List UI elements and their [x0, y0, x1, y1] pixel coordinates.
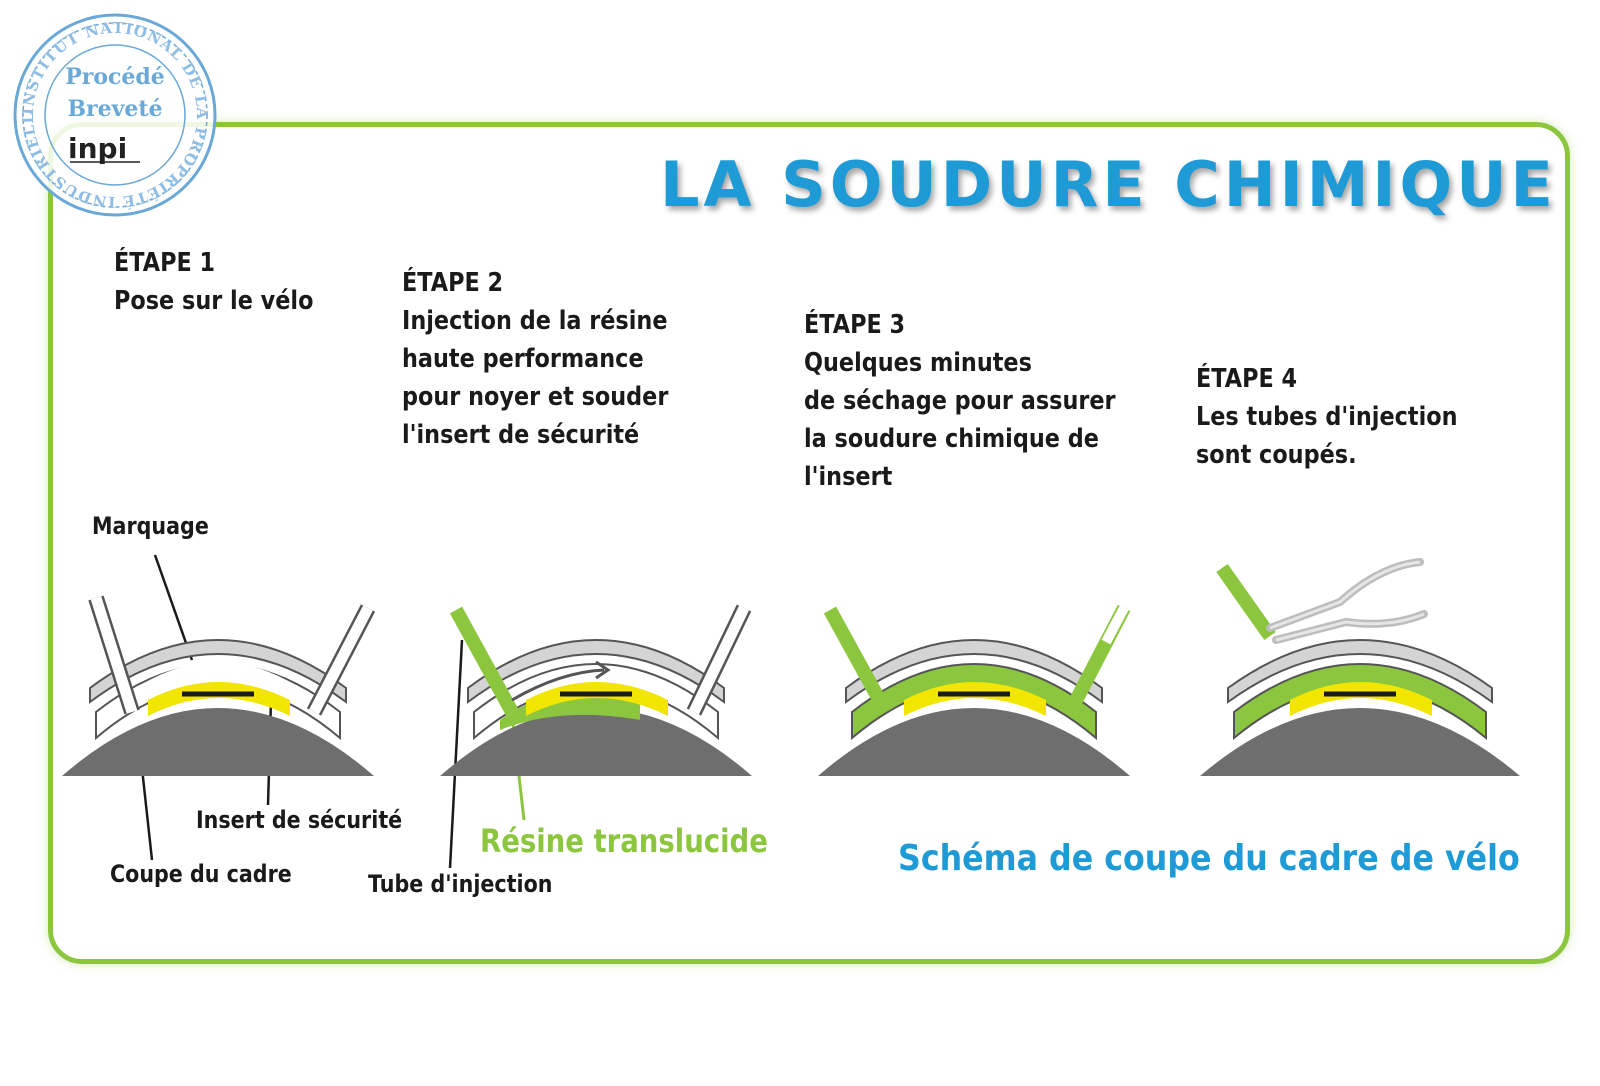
step-3-desc: Quelques minutes de séchage pour assurer…: [804, 348, 1116, 492]
diagram-caption: Schéma de coupe du cadre de vélo: [898, 838, 1520, 879]
step-2-desc: Injection de la résine haute performance…: [402, 306, 669, 450]
step-2: ÉTAPE 2 Injection de la résine haute per…: [402, 264, 668, 454]
patent-stamp: INSTITUT NATIONAL DE LA PROPRIÉTÉ INDUST…: [12, 12, 217, 217]
stamp-line2: Breveté: [67, 96, 162, 122]
section-step-3: [818, 604, 1131, 776]
section-step-4: [1200, 558, 1520, 776]
label-insert: Insert de sécurité: [196, 806, 403, 834]
section-step-2: [440, 604, 752, 776]
label-resine: Résine translucide: [480, 822, 768, 860]
step-1-desc: Pose sur le vélo: [114, 286, 314, 316]
step-3-title: ÉTAPE 3: [804, 310, 906, 340]
stamp-line1: Procédé: [65, 64, 165, 90]
pliers-icon: [1266, 558, 1428, 644]
page-title: LA SOUDURE CHIMIQUE: [660, 148, 1557, 221]
step-1-title: ÉTAPE 1: [114, 248, 216, 278]
step-3: ÉTAPE 3 Quelques minutes de séchage pour…: [804, 306, 1116, 496]
step-1: ÉTAPE 1 Pose sur le vélo: [114, 244, 313, 320]
step-4-desc: Les tubes d'injection sont coupés.: [1196, 402, 1458, 470]
step-4-title: ÉTAPE 4: [1196, 364, 1298, 394]
outer-frame: [48, 122, 1570, 964]
step-2-title: ÉTAPE 2: [402, 268, 504, 298]
leader-tube: [448, 639, 464, 869]
step-4: ÉTAPE 4 Les tubes d'injection sont coupé…: [1196, 360, 1458, 474]
section-step-1: [62, 595, 376, 776]
label-marquage: Marquage: [92, 512, 209, 540]
label-tube: Tube d'injection: [368, 870, 553, 898]
label-coupe: Coupe du cadre: [110, 860, 292, 888]
inpi-logo: inpi: [68, 132, 127, 165]
